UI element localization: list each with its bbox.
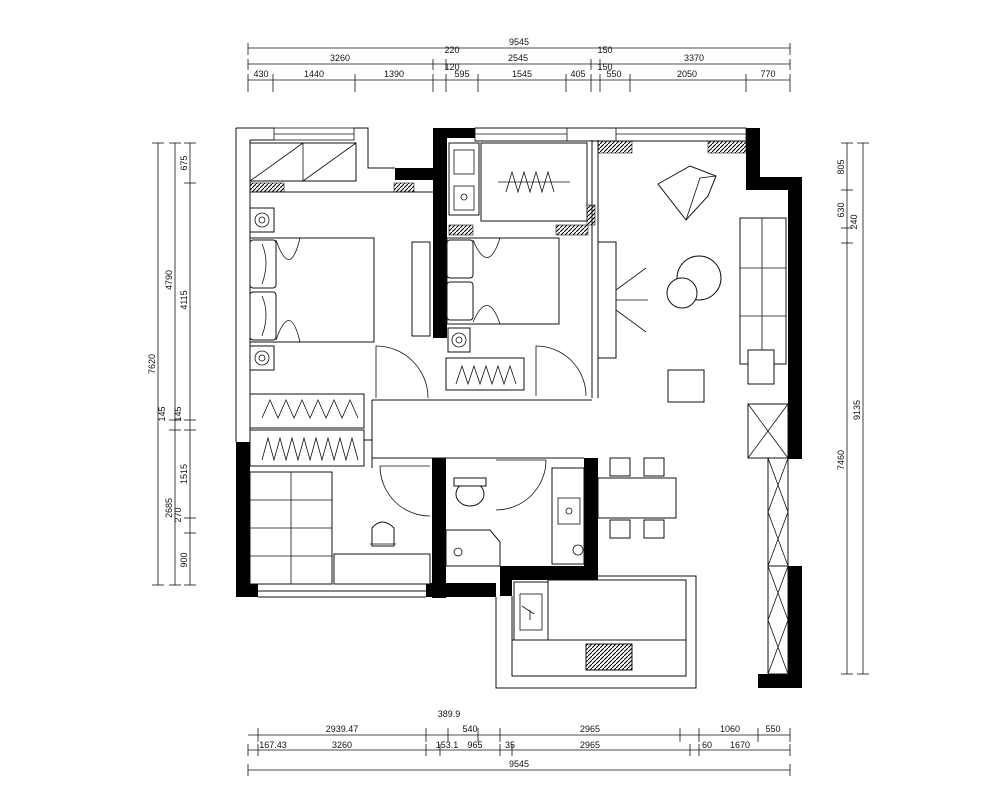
left-dimension-chain: 7620 4790 145 2685 675 4115 145 1515 270… <box>147 142 196 586</box>
left-dim: 1515 <box>179 464 189 484</box>
pillow <box>249 291 277 341</box>
left-dim: 145 <box>157 406 167 421</box>
bottom-dimension-chain: 2939.47 389.9 540 2965 1060 550 167.43 3… <box>247 709 791 776</box>
dining-chair <box>643 519 665 539</box>
tv-cabinet <box>411 241 431 337</box>
bedroom-1 <box>249 142 431 467</box>
bottom-dim-total: 9545 <box>509 759 529 769</box>
side-table <box>666 277 698 309</box>
left-dim: 145 <box>173 406 183 421</box>
bottom-dim: 550 <box>765 724 780 734</box>
left-dim: 270 <box>173 507 183 522</box>
lounge-chair <box>657 165 717 221</box>
right-dim-total: 9135 <box>852 400 862 420</box>
kitchen <box>511 579 687 677</box>
vanity <box>551 467 585 565</box>
ottoman <box>747 349 775 385</box>
sofa <box>739 217 787 365</box>
left-dim: 900 <box>179 552 189 567</box>
left-dim: 675 <box>179 155 189 170</box>
top-dim: 1545 <box>512 69 532 79</box>
top-dim: 3370 <box>684 53 704 63</box>
top-dim-total: 9545 <box>509 37 529 47</box>
bottom-dim: 2965 <box>580 740 600 750</box>
bottom-dim: 3260 <box>332 740 352 750</box>
left-dim: 4115 <box>179 290 189 309</box>
bottom-dim: 1060 <box>720 724 740 734</box>
top-dim: 1390 <box>384 69 404 79</box>
top-dim: 550 <box>606 69 621 79</box>
nightstand <box>447 327 471 353</box>
bottom-dim: 389.9 <box>438 709 461 719</box>
bottom-dim: 35 <box>505 740 515 750</box>
pillow <box>446 281 474 321</box>
left-dim: 2685 <box>164 498 174 518</box>
top-dim: 2050 <box>677 69 697 79</box>
nightstand <box>249 345 275 371</box>
bottom-dim: 1670 <box>730 740 750 750</box>
nightstand <box>249 207 275 233</box>
top-dim: 150 <box>597 45 612 55</box>
right-dim: 805 <box>836 159 846 174</box>
top-dim: 430 <box>253 69 268 79</box>
cooktop <box>585 643 633 671</box>
dining-table <box>597 477 677 519</box>
dining-chair <box>643 457 665 477</box>
kitchen-island <box>547 579 687 641</box>
bottom-dim: 965 <box>467 740 482 750</box>
top-dim: 2545 <box>508 53 528 63</box>
top-dim: 220 <box>444 45 459 55</box>
bottom-dim: 2965 <box>580 724 600 734</box>
desk <box>333 553 431 585</box>
bottom-dim: 540 <box>462 724 477 734</box>
living-room <box>597 165 789 675</box>
bottom-dim: 153.1 <box>436 740 459 750</box>
vanity <box>448 142 480 216</box>
bedroom-2 <box>445 142 588 397</box>
study <box>249 465 431 585</box>
footstool <box>667 369 705 403</box>
tall-cabinet <box>767 457 789 567</box>
windows <box>273 127 747 142</box>
right-dim: 240 <box>849 214 859 229</box>
left-dim: 4790 <box>164 270 174 290</box>
tv-cabinet <box>597 241 617 359</box>
right-dim: 7460 <box>836 450 846 470</box>
top-dim: 405 <box>570 69 585 79</box>
top-dim: 150 <box>597 62 612 72</box>
top-dim: 3260 <box>330 53 350 63</box>
right-dimension-chain: 805 630 240 7460 9135 <box>836 142 869 675</box>
top-dim: 1440 <box>304 69 324 79</box>
desk-chair <box>371 521 395 547</box>
bottom-dim: 2939.47 <box>326 724 359 734</box>
floor-drain <box>453 547 463 557</box>
top-dim: 595 <box>454 69 469 79</box>
left-dim-total: 7620 <box>147 354 157 374</box>
pillow <box>249 239 277 289</box>
bottom-dim: 167.43 <box>259 740 287 750</box>
dining-chair <box>609 519 631 539</box>
hatched-trim <box>249 140 747 236</box>
dining-chair <box>609 457 631 477</box>
bottom-dim: 60 <box>702 740 712 750</box>
tall-cabinet <box>767 565 789 675</box>
top-dim: 120 <box>444 62 459 72</box>
top-dimension-chain: 9545 3260 220 2545 150 3370 430 1440 139… <box>247 37 791 92</box>
bathroom <box>445 459 585 567</box>
shower-area <box>445 529 501 567</box>
right-dim: 630 <box>836 202 846 217</box>
top-dim: 770 <box>760 69 775 79</box>
pillow <box>446 239 474 279</box>
